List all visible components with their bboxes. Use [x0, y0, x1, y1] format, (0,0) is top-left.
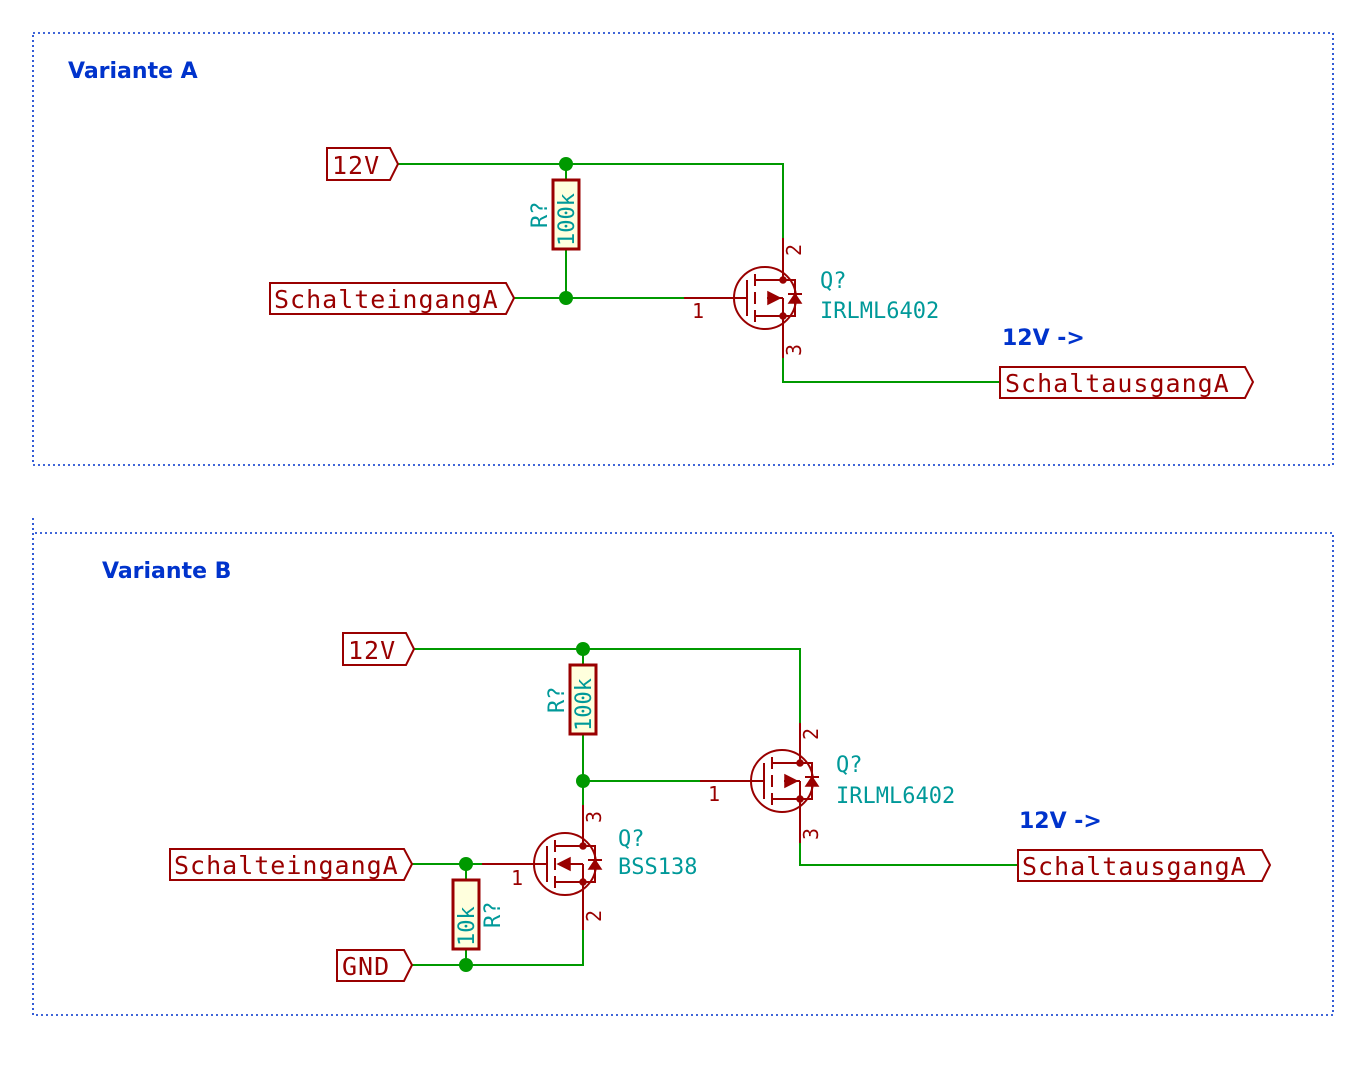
q2-b-pin-drain: 3 — [582, 811, 606, 823]
variant-a-title: Variante A — [68, 59, 198, 84]
resistor-r2-b: 10k R? — [451, 878, 506, 951]
q1-a-pin-gate: 1 — [692, 299, 704, 323]
variant-a-section: Variante A 12V SchalteingangA Schaltausg… — [32, 32, 1334, 466]
net-label-output-b: SchaltausgangA — [1017, 849, 1272, 882]
net-label-gnd-b: GND — [336, 949, 414, 982]
q2-b-value: BSS138 — [618, 855, 697, 880]
junction-12v-b — [576, 642, 590, 656]
mosfet-q2-b: 1 3 2 Q? BSS138 — [482, 805, 697, 930]
junction-12v-a — [559, 157, 573, 171]
junction-input-b — [459, 857, 473, 871]
q1-a-pin-source: 3 — [782, 344, 806, 356]
junction-gnd-b — [459, 958, 473, 972]
q2-b-ref: Q? — [618, 827, 645, 852]
wire-gnd-b — [412, 930, 584, 966]
net-label-input-b: SchalteingangA — [169, 848, 414, 881]
net-label-input-b-text: SchalteingangA — [174, 851, 399, 880]
q1-b-value: IRLML6402 — [836, 784, 955, 809]
q1-b-pin-drain: 2 — [799, 728, 823, 740]
net-label-12v-a: 12V — [326, 147, 400, 181]
resistor-r2-b-value: 10k — [455, 906, 480, 946]
q1-a-pin-drain: 2 — [782, 244, 806, 256]
q1-b-pin-source: 3 — [799, 828, 823, 840]
variant-b-title: Variante B — [102, 559, 231, 584]
mosfet-q1-b: 1 2 3 Q? IRLML6402 — [700, 723, 955, 843]
variant-b-section: Variante B 12V SchalteingangA G — [32, 518, 1334, 1016]
net-label-output-a: SchaltausgangA — [999, 366, 1255, 399]
net-label-output-a-text: SchaltausgangA — [1005, 369, 1230, 398]
resistor-a: 100k R? — [528, 178, 581, 251]
q1-a-ref: Q? — [820, 269, 847, 294]
net-label-12v-a-text: 12V — [332, 151, 380, 180]
resistor-a-value: 100k — [555, 193, 580, 246]
q2-b-pin-gate: 1 — [511, 866, 523, 890]
q1-b-pin-gate: 1 — [708, 782, 720, 806]
variant-a-wires — [398, 163, 1000, 383]
junction-gate-a — [559, 291, 573, 305]
mosfet-q1-a: 1 2 3 Q? IRLML6402 — [684, 238, 939, 358]
junction-gate-b — [576, 774, 590, 788]
net-label-output-b-text: SchaltausgangA — [1022, 852, 1247, 881]
net-label-12v-b: 12V — [342, 632, 416, 666]
wire-12v-rail-b — [414, 648, 801, 723]
q2-b-pin-source: 2 — [582, 910, 606, 922]
q1-a-value: IRLML6402 — [820, 299, 939, 324]
resistor-r2-b-ref: R? — [481, 902, 506, 929]
note-12v-a: 12V -> — [1002, 326, 1085, 351]
variant-a-frame — [32, 32, 1334, 466]
wire-output-b — [799, 843, 1018, 866]
wire-12v-rail-a — [398, 163, 784, 238]
net-label-input-a: SchalteingangA — [269, 282, 516, 315]
net-label-input-a-text: SchalteingangA — [274, 285, 499, 314]
net-label-12v-b-text: 12V — [348, 636, 396, 665]
resistor-r1-b-ref: R? — [545, 687, 570, 714]
variant-b-frame — [32, 518, 1334, 1016]
resistor-r1-b: 100k R? — [545, 663, 598, 736]
q1-b-ref: Q? — [836, 753, 863, 778]
resistor-r1-b-value: 100k — [572, 678, 597, 731]
note-12v-b: 12V -> — [1019, 809, 1102, 834]
wire-output-a — [782, 358, 1000, 383]
resistor-a-ref: R? — [528, 202, 553, 229]
net-label-gnd-b-text: GND — [342, 952, 390, 981]
